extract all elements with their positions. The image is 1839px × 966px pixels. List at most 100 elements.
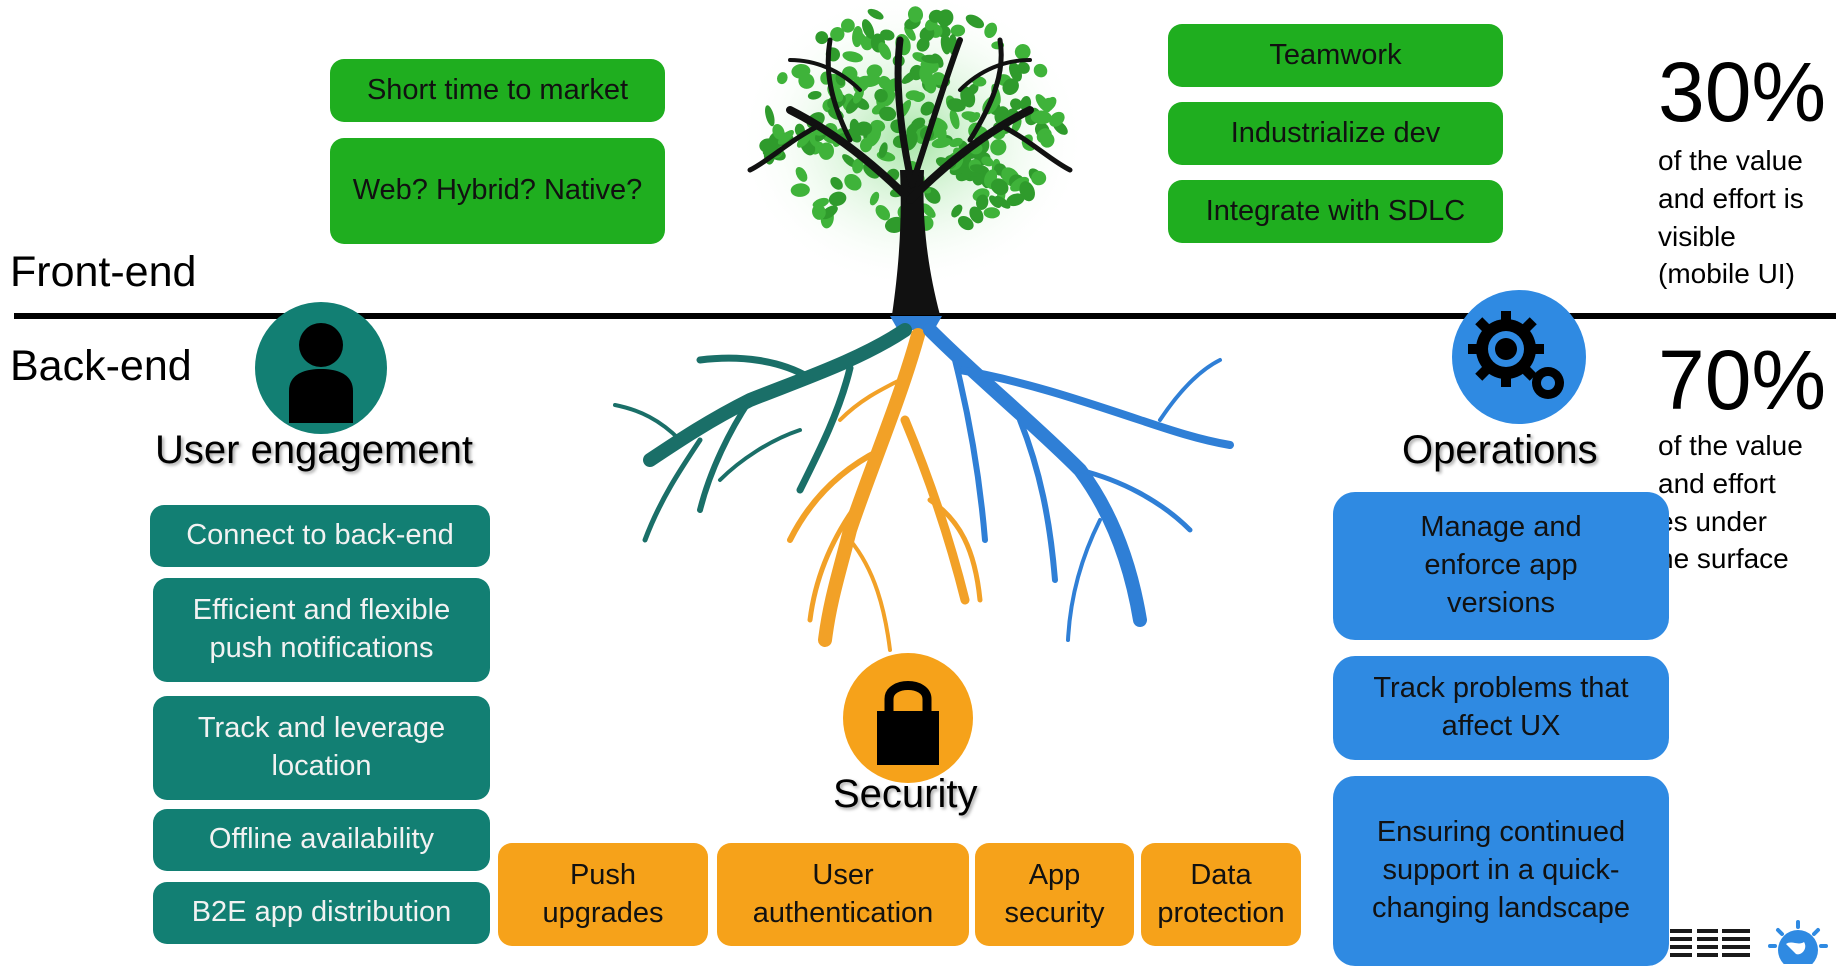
tree-illustration [613, 0, 1234, 652]
leaf [907, 6, 924, 23]
leaf [818, 142, 835, 160]
integrate-sdlc-box: Integrate with SDLC [1168, 180, 1503, 243]
location-box: Track and leverage location [153, 696, 490, 800]
security-circle [843, 653, 973, 783]
leaf [990, 178, 1009, 196]
leaf [852, 158, 864, 174]
leaf [920, 101, 935, 116]
leaf [861, 19, 875, 39]
visible-line: visible [1658, 220, 1736, 252]
push-notifications-box: Efficient and flexible push notification… [153, 578, 490, 682]
leaf [949, 109, 960, 130]
leaf [790, 183, 810, 197]
leaf [951, 204, 963, 218]
leaf [989, 195, 1002, 208]
leaf [1041, 97, 1055, 112]
leaf [919, 63, 933, 86]
leaf [878, 42, 892, 60]
leaf [1017, 61, 1030, 74]
leaf [1019, 181, 1035, 202]
roots-teal [613, 323, 912, 543]
leaf [976, 194, 989, 210]
leaf [772, 124, 785, 140]
leaf [1031, 170, 1047, 186]
leaf [957, 216, 974, 231]
tree-trunk [892, 170, 940, 315]
user-auth-box: User authentication [717, 843, 969, 946]
app-security-box: App security [975, 843, 1134, 946]
leaf [1040, 132, 1055, 148]
leaf [849, 118, 861, 138]
leaf [950, 24, 966, 37]
leaf [1033, 63, 1048, 78]
leaf [990, 139, 1007, 156]
frontend-label: Front-end [10, 248, 197, 296]
leaf [866, 64, 883, 79]
leaf [842, 51, 863, 63]
ibm-logo [1670, 925, 1750, 963]
leaf [812, 204, 826, 220]
leaf [984, 22, 998, 39]
leaf [949, 137, 963, 148]
person-icon [289, 323, 353, 423]
leaf [830, 27, 845, 42]
hidden-percent: 70% [1658, 333, 1827, 427]
leaf [1002, 78, 1019, 96]
leaf [983, 207, 1000, 219]
teamwork-box: Teamwork [1168, 24, 1503, 87]
web-hybrid-native-box: Web? Hybrid? Native? [330, 138, 665, 244]
leaf [1030, 110, 1052, 125]
leaf [901, 70, 918, 84]
leaf [828, 191, 847, 206]
leaf [878, 142, 888, 159]
globe-icon [1768, 920, 1828, 964]
leaf [921, 203, 936, 218]
leaf [777, 130, 794, 145]
leaf [965, 14, 985, 29]
short-time-to-market-box: Short time to market [330, 59, 665, 122]
operations-circle [1452, 290, 1586, 424]
backend-label: Back-end [10, 342, 192, 390]
leaf [867, 8, 884, 20]
leaf [765, 105, 775, 127]
leaf [1006, 193, 1025, 207]
track-problems-box: Track problems that affect UX [1333, 656, 1669, 760]
user-engagement-circle [255, 302, 387, 434]
tree-branches [747, 36, 1073, 204]
leaf [840, 18, 855, 33]
leaf [994, 195, 1011, 209]
manage-versions-box: Manage and enforce app versions [1333, 492, 1669, 640]
leaf [1049, 111, 1065, 127]
b2e-distribution-box: B2E app distribution [153, 882, 490, 944]
leaf [1010, 98, 1023, 110]
padlock-icon [877, 680, 939, 765]
security-title: Security [833, 772, 978, 816]
roots-blue [923, 323, 1234, 642]
industrialize-dev-box: Industrialize dev [1168, 102, 1503, 165]
leaf [791, 63, 811, 79]
leaf [796, 132, 812, 148]
leaf [815, 31, 829, 45]
leaf [859, 74, 882, 88]
leaf [874, 88, 888, 103]
user-engagement-title: User engagement [155, 428, 473, 472]
visible-description: of the value and effort is visible (mobi… [1658, 142, 1804, 293]
push-upgrades-box: Push upgrades [498, 843, 708, 946]
leaf [860, 137, 873, 153]
leaf [928, 9, 943, 23]
leaf [875, 204, 891, 221]
connect-backend-box: Connect to back-end [150, 505, 490, 567]
leaf [807, 90, 822, 100]
leaf [844, 174, 862, 191]
visible-percent: 30% [1658, 45, 1827, 139]
leaf [869, 191, 880, 206]
visible-line: (mobile UI) [1658, 258, 1795, 290]
leaf [1014, 44, 1031, 60]
hidden-description: of the value and effort es under he surf… [1658, 427, 1803, 578]
leaf [960, 86, 976, 108]
leaf [969, 206, 984, 224]
leaf [946, 98, 966, 112]
leaf [904, 25, 916, 41]
hidden-line: he surface [1658, 543, 1789, 575]
leaf [981, 156, 994, 167]
